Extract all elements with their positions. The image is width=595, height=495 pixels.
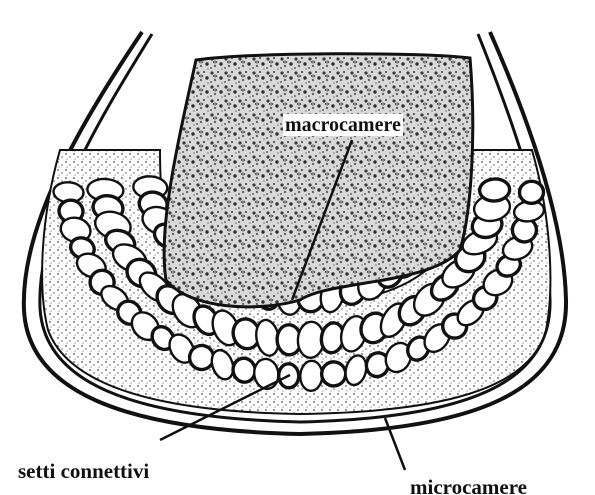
septa-cell: [320, 360, 347, 387]
label-macrocamere: macrocamere: [283, 114, 403, 136]
septa-cell: [519, 181, 544, 204]
label-microcamere: microcamere: [410, 477, 527, 495]
septa-cell: [479, 178, 510, 202]
septa-cell: [300, 360, 323, 391]
label-setti-connettivi: setti connettivi: [18, 461, 149, 482]
macrochamber-mass: [164, 54, 473, 307]
